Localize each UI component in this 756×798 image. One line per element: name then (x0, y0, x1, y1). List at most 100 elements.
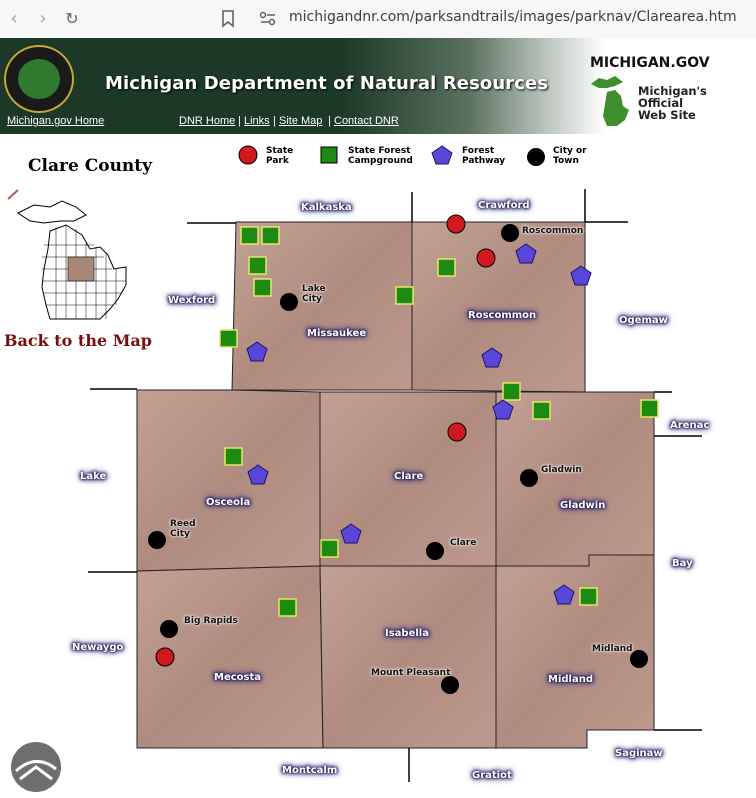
campground-marker (253, 278, 272, 297)
michigan-state-icon (591, 76, 629, 126)
city-marker (630, 650, 648, 668)
city-label: Reed City (170, 519, 196, 539)
forest-pathway-legend-icon (431, 145, 453, 165)
links-link[interactable]: Links (244, 115, 270, 127)
campground-marker (437, 258, 456, 277)
back-to-map-link[interactable]: Back to the Map (4, 331, 152, 350)
city-marker (501, 224, 519, 242)
campground-marker (219, 329, 238, 348)
city-marker (148, 531, 166, 549)
reload-icon[interactable]: ↻ (65, 9, 79, 28)
forward-arrow-icon[interactable]: › (39, 8, 47, 29)
forest-pathway-marker (515, 243, 537, 264)
campground-marker (640, 399, 659, 418)
city-marker (160, 620, 178, 638)
missaukee-county-region (231, 221, 413, 391)
forest-pathway-marker (553, 584, 575, 605)
forest-pathway-marker (570, 265, 592, 286)
floating-widget-icon[interactable] (10, 741, 62, 793)
michigan-gov-logo-text[interactable]: MICHIGAN.GOV (590, 55, 710, 71)
ogemaw-county-link[interactable]: Ogemaw (619, 315, 668, 326)
page-title: Clare County (28, 156, 153, 176)
back-arrow-icon[interactable]: ‹ (10, 8, 18, 29)
gladwin-county-label[interactable]: Gladwin (560, 500, 606, 511)
forest-pathway-marker (247, 464, 269, 485)
link-separator: | (238, 115, 241, 127)
city-label: Clare (450, 538, 477, 548)
site-map-link[interactable]: Site Map (279, 115, 323, 127)
forest-pathway-marker (492, 399, 514, 420)
link-separator: | (328, 115, 331, 127)
wexford-county-link[interactable]: Wexford (168, 295, 216, 306)
dnr-home-link[interactable]: DNR Home (179, 115, 236, 127)
campground-marker (240, 226, 259, 245)
city-label: Midland (592, 644, 633, 654)
forest-pathway-marker (246, 341, 268, 362)
isabella-county-region (319, 565, 497, 749)
city-legend-icon (527, 148, 545, 166)
city-label: Lake City (302, 284, 326, 304)
midland-county-label[interactable]: Midland (548, 674, 593, 685)
browser-toolbar: ‹ › ↻ michigandnr.com/parksandtrails/ima… (0, 0, 756, 39)
kalkaska-county-link[interactable]: Kalkaska (301, 202, 352, 213)
campground-marker (532, 401, 551, 420)
campground-marker (248, 256, 267, 275)
official-site-line: Official (638, 96, 684, 110)
crawford-county-link[interactable]: Crawford (478, 200, 530, 211)
official-site-line: Web Site (638, 108, 696, 122)
city-marker (280, 293, 298, 311)
campground-marker (261, 226, 280, 245)
campground-marker (502, 382, 521, 401)
city-label: Big Rapids (184, 616, 238, 626)
forest-pathway-marker (481, 347, 503, 368)
michigan-gov-home-link[interactable]: Michigan.gov Home (7, 115, 105, 127)
saginaw-county-link[interactable]: Saginaw (615, 748, 663, 759)
state-park-marker (446, 214, 466, 234)
lake-county-link[interactable]: Lake (80, 471, 107, 482)
header-title: Michigan Department of Natural Resources (105, 73, 549, 94)
link-separator: | (273, 115, 276, 127)
bay-county-link[interactable]: Bay (672, 558, 693, 569)
gratiot-county-link[interactable]: Gratiot (472, 770, 512, 781)
forest-pathway-marker (340, 523, 362, 544)
campground-marker (395, 286, 414, 305)
arenac-county-link[interactable]: Arenac (670, 420, 710, 431)
address-bar[interactable]: michigandnr.com/parksandtrails/images/pa… (289, 9, 737, 25)
gladwin-county-region (495, 391, 655, 567)
roscommon-county-label[interactable]: Roscommon (468, 310, 537, 321)
city-marker (520, 469, 538, 487)
official-site-line: Michigan's (638, 84, 707, 98)
city-label: Gladwin (541, 465, 582, 475)
dnr-seal-logo[interactable] (4, 45, 74, 113)
bookmark-icon[interactable] (221, 10, 235, 28)
city-marker (426, 542, 444, 560)
state-park-marker (447, 422, 467, 442)
montcalm-county-link[interactable]: Montcalm (282, 765, 338, 776)
city-label: Mount Pleasant (371, 668, 451, 678)
dnr-header-banner (0, 38, 756, 134)
missaukee-county-label[interactable]: Missaukee (307, 328, 367, 339)
contact-dnr-link[interactable]: Contact DNR (334, 115, 399, 127)
state-park-marker (476, 248, 496, 268)
site-settings-icon[interactable] (259, 11, 277, 27)
state-park-marker (155, 647, 175, 667)
city-marker (441, 676, 459, 694)
mecosta-county-label[interactable]: Mecosta (214, 672, 262, 683)
newaygo-county-link[interactable]: Newaygo (72, 642, 124, 653)
campground-legend-icon (320, 146, 338, 164)
clare-county-label[interactable]: Clare (394, 471, 424, 482)
campground-marker (224, 447, 243, 466)
campground-marker (278, 598, 297, 617)
campground-marker (579, 587, 598, 606)
michigan-locator-map[interactable] (4, 187, 130, 323)
campground-marker (320, 539, 339, 558)
isabella-county-label[interactable]: Isabella (385, 628, 429, 639)
osceola-county-label[interactable]: Osceola (206, 497, 251, 508)
city-label: Roscommon (522, 226, 584, 236)
state-park-legend-icon (238, 145, 258, 165)
